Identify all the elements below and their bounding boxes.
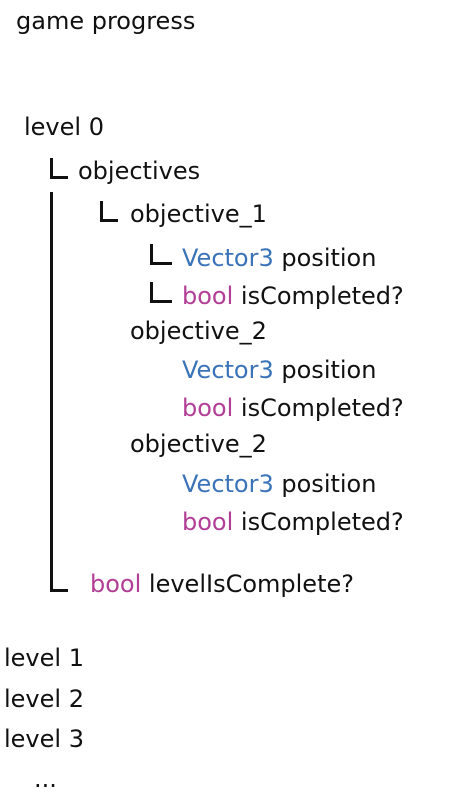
tree-connector-objective-1-completed — [150, 282, 172, 303]
level-complete-field: bool levelIsComplete? — [90, 569, 354, 599]
bool-type: bool — [182, 508, 234, 536]
objective-3-completed-field: bool isCompleted? — [182, 507, 404, 537]
field-name: isCompleted? — [240, 282, 404, 310]
field-name: position — [281, 356, 377, 384]
vector3-type: Vector3 — [182, 470, 274, 498]
objective-1-position-field: Vector3 position — [182, 243, 376, 273]
objective-1-label: objective_1 — [130, 200, 267, 228]
objectives-label: objectives — [78, 157, 201, 185]
objective-3-label: objective_2 — [130, 430, 267, 458]
page-title: game progress — [16, 7, 196, 35]
objective-2-position-field: Vector3 position — [182, 355, 376, 385]
level-2-label: level 2 — [4, 685, 84, 713]
objective-2-completed-field: bool isCompleted? — [182, 393, 404, 423]
bool-type: bool — [182, 394, 234, 422]
level-3-label: level 3 — [4, 725, 84, 753]
field-name: isCompleted? — [240, 508, 404, 536]
field-name: position — [281, 244, 377, 272]
objective-2-label: objective_2 — [130, 317, 267, 345]
bool-type: bool — [90, 570, 142, 598]
level-0-label: level 0 — [24, 113, 104, 141]
level-1-label: level 1 — [4, 644, 84, 672]
field-name: levelIsComplete? — [148, 570, 354, 598]
objective-3-position-field: Vector3 position — [182, 469, 376, 499]
ellipsis: ... — [34, 765, 57, 793]
vector3-type: Vector3 — [182, 356, 274, 384]
tree-connector-objectives — [50, 158, 68, 179]
tree-trunk-line — [50, 192, 53, 592]
field-name: position — [281, 470, 377, 498]
tree-trunk-foot — [50, 589, 68, 592]
vector3-type: Vector3 — [182, 244, 274, 272]
bool-type: bool — [182, 282, 234, 310]
tree-connector-objective-1 — [100, 201, 118, 222]
tree-connector-objective-1-position — [150, 244, 172, 265]
field-name: isCompleted? — [240, 394, 404, 422]
objective-1-completed-field: bool isCompleted? — [182, 281, 404, 311]
